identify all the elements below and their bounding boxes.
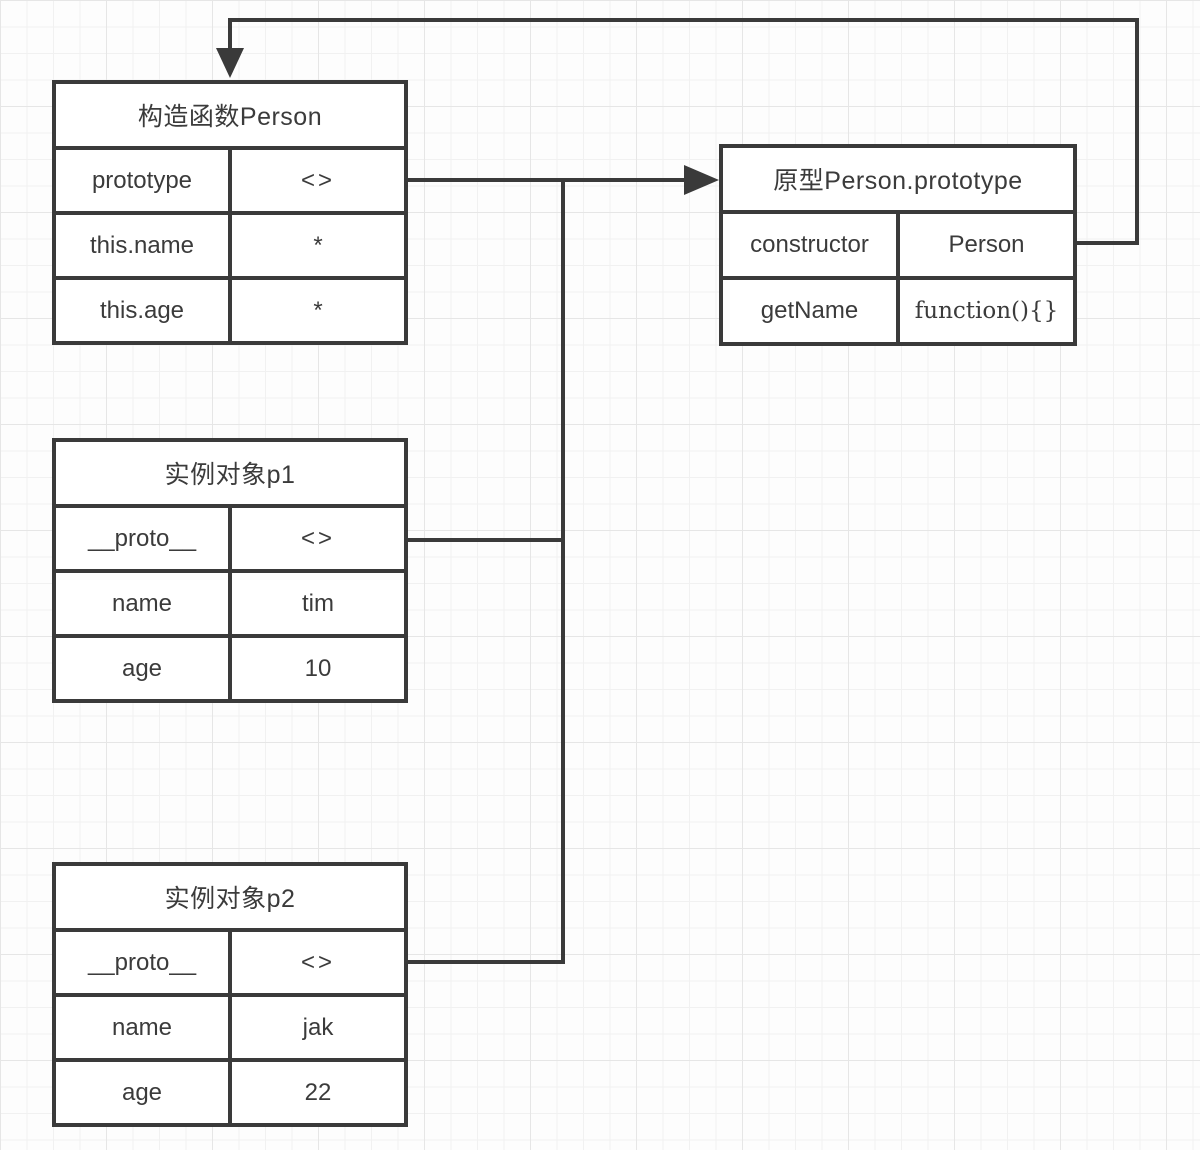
edge-prototype-arrowhead xyxy=(684,165,719,195)
box-title: 实例对象p2 xyxy=(52,862,408,932)
property-key-cell: constructor xyxy=(719,210,900,280)
box-title: 原型Person.prototype xyxy=(719,144,1077,214)
property-key-cell: getName xyxy=(719,276,900,346)
property-value-cell: tim xyxy=(228,569,408,638)
property-key-cell: age xyxy=(52,634,232,703)
edge-p2-proto-trunk xyxy=(408,180,565,964)
property-key-cell: __proto__ xyxy=(52,928,232,997)
property-key-cell: this.age xyxy=(52,276,232,345)
property-key-cell: age xyxy=(52,1058,232,1127)
property-value-cell: <> xyxy=(228,928,408,997)
property-value-cell: 10 xyxy=(228,634,408,703)
edge-constructor-arrowhead xyxy=(216,48,244,78)
instance-p1-box: 实例对象p1 __proto__ <> name tim age 10 xyxy=(52,438,408,703)
property-key-cell: name xyxy=(52,569,232,638)
property-key-cell: name xyxy=(52,993,232,1062)
property-value-cell: * xyxy=(228,276,408,345)
property-key-cell: prototype xyxy=(52,146,232,215)
instance-p2-box: 实例对象p2 __proto__ <> name jak age 22 xyxy=(52,862,408,1127)
property-value-cell: 22 xyxy=(228,1058,408,1127)
box-title: 构造函数Person xyxy=(52,80,408,150)
edge-constructor-to-person xyxy=(228,18,1139,245)
property-value-cell: function(){} xyxy=(896,276,1077,346)
property-key-cell: __proto__ xyxy=(52,504,232,573)
constructor-person-box: 构造函数Person prototype <> this.name * this… xyxy=(52,80,408,345)
property-value-cell: <> xyxy=(228,146,408,215)
property-value-cell: <> xyxy=(228,504,408,573)
property-key-cell: this.name xyxy=(52,211,232,280)
property-value-cell: Person xyxy=(896,210,1077,280)
person-prototype-box: 原型Person.prototype constructor Person ge… xyxy=(719,144,1077,346)
property-value-cell: jak xyxy=(228,993,408,1062)
property-value-cell: * xyxy=(228,211,408,280)
box-title: 实例对象p1 xyxy=(52,438,408,508)
